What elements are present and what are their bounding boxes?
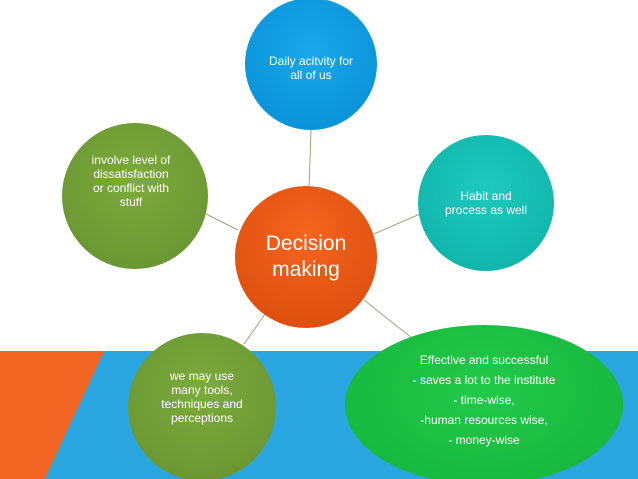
- connector-top: [308, 129, 312, 189]
- connector-lowright: [363, 299, 413, 339]
- connector-left: [205, 213, 239, 231]
- connector-right: [373, 213, 421, 235]
- node-label: we may use many tools, techniques and pe…: [161, 369, 243, 425]
- node-line: - money-wise: [448, 433, 520, 447]
- node-tools-techniques: we may use many tools, techniques and pe…: [128, 333, 276, 479]
- node-line: - time-wise,: [453, 393, 515, 407]
- connector-lowleft: [243, 309, 269, 345]
- node-habit-process: Habit and process as well: [418, 135, 554, 271]
- node-label-lines: Effective and successful - saves a lot t…: [413, 350, 556, 450]
- node-label: involve level of dissatisfaction or conf…: [91, 153, 171, 209]
- node-line: - saves a lot to the institute: [412, 373, 556, 387]
- node-decision-making: Decision making: [235, 186, 377, 328]
- center-label: Decision making: [265, 232, 347, 281]
- node-effective-successful: Effective and successful - saves a lot t…: [345, 325, 623, 479]
- node-line: -human resources wise,: [420, 413, 548, 427]
- node-label: Habit and process as well: [444, 189, 528, 217]
- node-label: Daily acitvity for all of us: [268, 54, 354, 82]
- node-line: Effective and successful: [419, 353, 549, 367]
- background-band-orange: [0, 351, 130, 479]
- node-dissatisfaction: involve level of dissatisfaction or conf…: [62, 123, 208, 269]
- node-daily-activity: Daily acitvity for all of us: [245, 0, 377, 130]
